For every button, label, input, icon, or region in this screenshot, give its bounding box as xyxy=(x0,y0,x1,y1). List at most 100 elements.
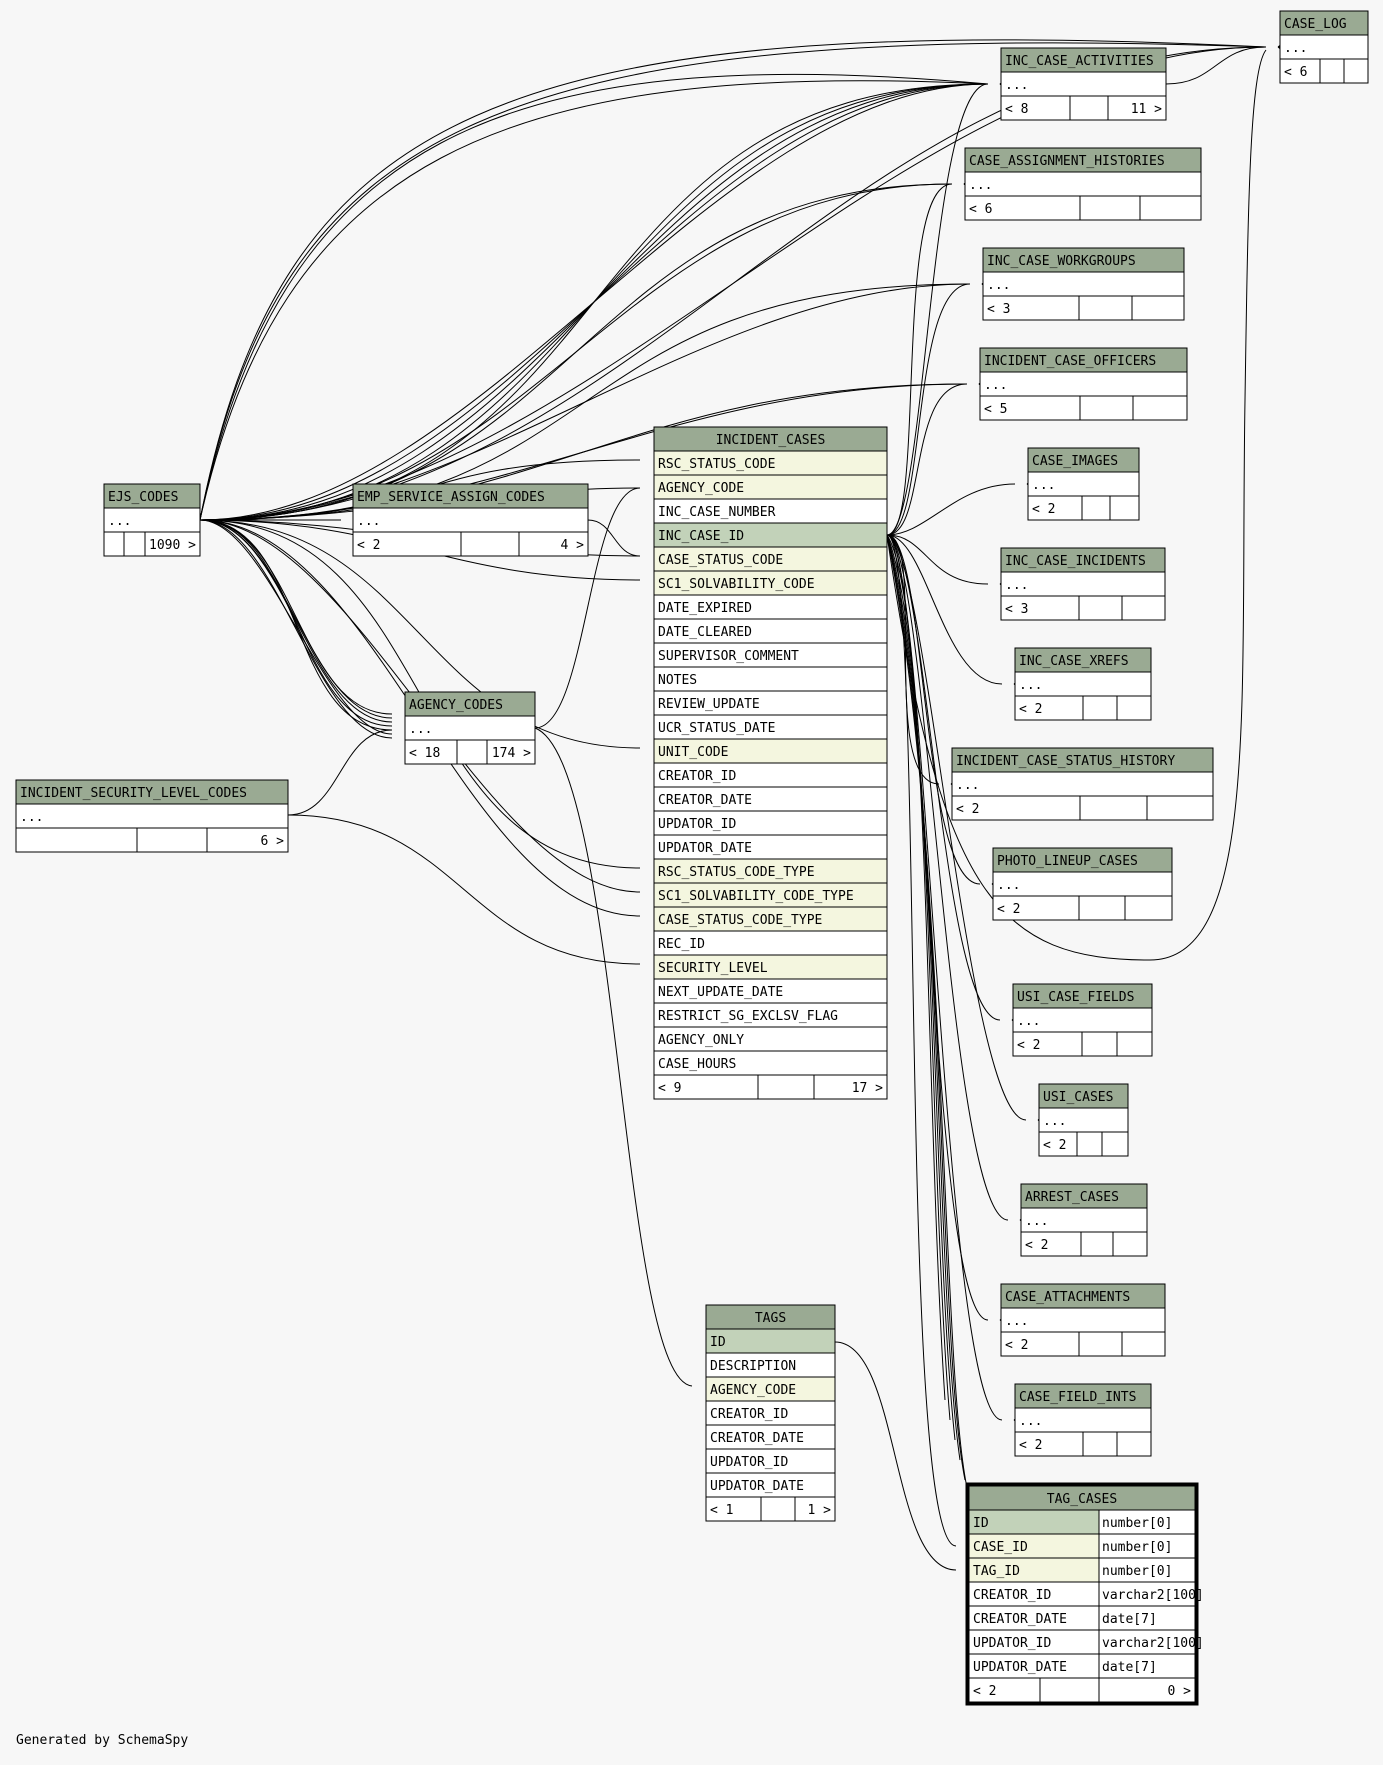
column-name: AGENCY_CODE xyxy=(710,1383,796,1398)
generated-by-footer: Generated by SchemaSpy xyxy=(16,1733,189,1748)
column-cell xyxy=(1000,571,1166,597)
stats-cell xyxy=(1116,695,1152,721)
incident-cases-relationship xyxy=(886,183,953,536)
stats-cell xyxy=(1343,58,1369,84)
parent-count: < 5 xyxy=(984,402,1007,417)
table-title: USI_CASES xyxy=(1043,1090,1113,1105)
table-case-log[interactable]: CASE_LOG...< 6 xyxy=(1279,10,1369,84)
column-cell xyxy=(1027,471,1140,497)
table-incident-security-level-codes[interactable]: INCIDENT_SECURITY_LEVEL_CODES...6 > xyxy=(15,779,289,853)
table-header xyxy=(15,779,289,805)
table-tags[interactable]: TAGSIDDESCRIPTIONAGENCY_CODECREATOR_IDCR… xyxy=(705,1304,836,1522)
table-title: INCIDENT_CASE_STATUS_HISTORY xyxy=(956,754,1175,769)
stats-cell xyxy=(1080,1231,1114,1257)
table-inc-case-xrefs[interactable]: INC_CASE_XREFS...< 2 xyxy=(1014,647,1152,721)
column-cell xyxy=(968,1509,1100,1535)
column-type: varchar2[100] xyxy=(1102,1636,1204,1651)
table-incident-cases[interactable]: INCIDENT_CASESRSC_STATUS_CODEAGENCY_CODE… xyxy=(653,426,888,1100)
column-name: SC1_SOLVABILITY_CODE_TYPE xyxy=(658,889,854,904)
stats-cell xyxy=(1012,1031,1083,1057)
ejs-codes-relationship xyxy=(199,519,393,715)
stats-cell xyxy=(992,895,1080,921)
column-name: ... xyxy=(1005,1314,1028,1329)
column-name: DESCRIPTION xyxy=(710,1359,796,1374)
agency-codes-relationship xyxy=(534,487,641,729)
table-title: INC_CASE_WORKGROUPS xyxy=(987,254,1136,269)
stats-cell xyxy=(1319,58,1345,84)
table-header xyxy=(964,147,1202,173)
table-case-attachments[interactable]: CASE_ATTACHMENTS...< 2 xyxy=(1000,1283,1166,1357)
table-inc-case-workgroups[interactable]: INC_CASE_WORKGROUPS...< 3 xyxy=(982,247,1185,321)
column-name: AGENCY_ONLY xyxy=(658,1033,744,1048)
incident-cases-relationship xyxy=(886,534,981,885)
table-inc-case-incidents[interactable]: INC_CASE_INCIDENTS...< 3 xyxy=(1000,547,1166,621)
column-name: RSC_STATUS_CODE_TYPE xyxy=(658,865,815,880)
table-title: INCIDENT_SECURITY_LEVEL_CODES xyxy=(20,786,247,801)
stats-cell xyxy=(1082,695,1118,721)
table-header xyxy=(1279,10,1369,36)
parent-count: < 2 xyxy=(1032,502,1055,517)
stats-cell xyxy=(1132,395,1188,421)
ejs-codes-relationship xyxy=(199,519,393,727)
stats-cell xyxy=(486,739,536,765)
column-name: ... xyxy=(108,514,131,529)
table-ejs-codes[interactable]: EJS_CODES...1090 > xyxy=(103,483,201,557)
table-header xyxy=(1020,1183,1148,1209)
column-cell xyxy=(1000,71,1167,97)
column-cell xyxy=(951,771,1214,797)
table-header xyxy=(1000,1283,1166,1309)
table-photo-lineup-cases[interactable]: PHOTO_LINEUP_CASES...< 2 xyxy=(992,847,1173,921)
column-type: date[7] xyxy=(1102,1660,1157,1675)
emp-service-relationship xyxy=(587,519,641,557)
column-cell xyxy=(653,1026,888,1052)
column-name: SECURITY_LEVEL xyxy=(658,961,768,976)
column-cell xyxy=(653,474,888,500)
stats-cell xyxy=(1121,595,1166,621)
column-cell xyxy=(653,834,888,860)
stats-cell xyxy=(1079,195,1141,221)
table-incident-case-status-history[interactable]: INCIDENT_CASE_STATUS_HISTORY...< 2 xyxy=(951,747,1214,821)
table-usi-case-fields[interactable]: USI_CASE_FIELDS...< 2 xyxy=(1012,983,1153,1057)
table-usi-cases[interactable]: USI_CASES... < 2 xyxy=(1038,1083,1129,1157)
parent-count: < 2 xyxy=(1043,1138,1066,1153)
table-header xyxy=(1038,1083,1129,1109)
column-cell xyxy=(352,507,589,533)
incident-cases-relationship xyxy=(886,534,1027,1121)
table-title: INC_CASE_ACTIVITIES xyxy=(1005,54,1154,69)
stats-cell xyxy=(813,1074,888,1100)
incident-cases-relationship xyxy=(886,534,971,1501)
column-name: ... xyxy=(956,778,979,793)
table-title: CASE_LOG xyxy=(1284,17,1347,32)
column-name: SC1_SOLVABILITY_CODE xyxy=(658,577,815,592)
stats-cell xyxy=(103,531,125,557)
column-cell xyxy=(1038,1107,1129,1133)
table-header xyxy=(404,691,536,717)
column-name: UPDATOR_ID xyxy=(710,1455,788,1470)
table-incident-case-officers[interactable]: INCIDENT_CASE_OFFICERS...< 5 xyxy=(979,347,1188,421)
incident-cases-relationship xyxy=(886,534,961,1461)
column-name: ... xyxy=(987,278,1010,293)
case-log-relationship xyxy=(886,49,1267,961)
column-name: RESTRICT_SG_EXCLSV_FLAG xyxy=(658,1009,838,1024)
column-name: ... xyxy=(1043,1114,1066,1129)
column-cell xyxy=(705,1352,836,1378)
column-name: CASE_STATUS_CODE_TYPE xyxy=(658,913,822,928)
stats-cell xyxy=(136,827,208,853)
table-case-assignment-histories[interactable]: CASE_ASSIGNMENT_HISTORIES...< 6 xyxy=(964,147,1202,221)
table-case-field-ints[interactable]: CASE_FIELD_INTS...< 2 xyxy=(1014,1383,1152,1457)
column-name: NOTES xyxy=(658,673,697,688)
table-case-images[interactable]: CASE_IMAGES...< 2 xyxy=(1027,447,1140,521)
table-arrest-cases[interactable]: ARREST_CASES...< 2 xyxy=(1020,1183,1148,1257)
column-name: ... xyxy=(1032,478,1055,493)
ejs-codes-relationship xyxy=(199,80,989,521)
table-title: CASE_ASSIGNMENT_HISTORIES xyxy=(969,154,1165,169)
column-name: UPDATOR_ID xyxy=(973,1636,1051,1651)
ejs-codes-relationship xyxy=(199,519,641,749)
parent-count: < 2 xyxy=(1019,702,1042,717)
parent-count: < 8 xyxy=(1005,102,1028,117)
parent-count: < 2 xyxy=(1005,1338,1028,1353)
